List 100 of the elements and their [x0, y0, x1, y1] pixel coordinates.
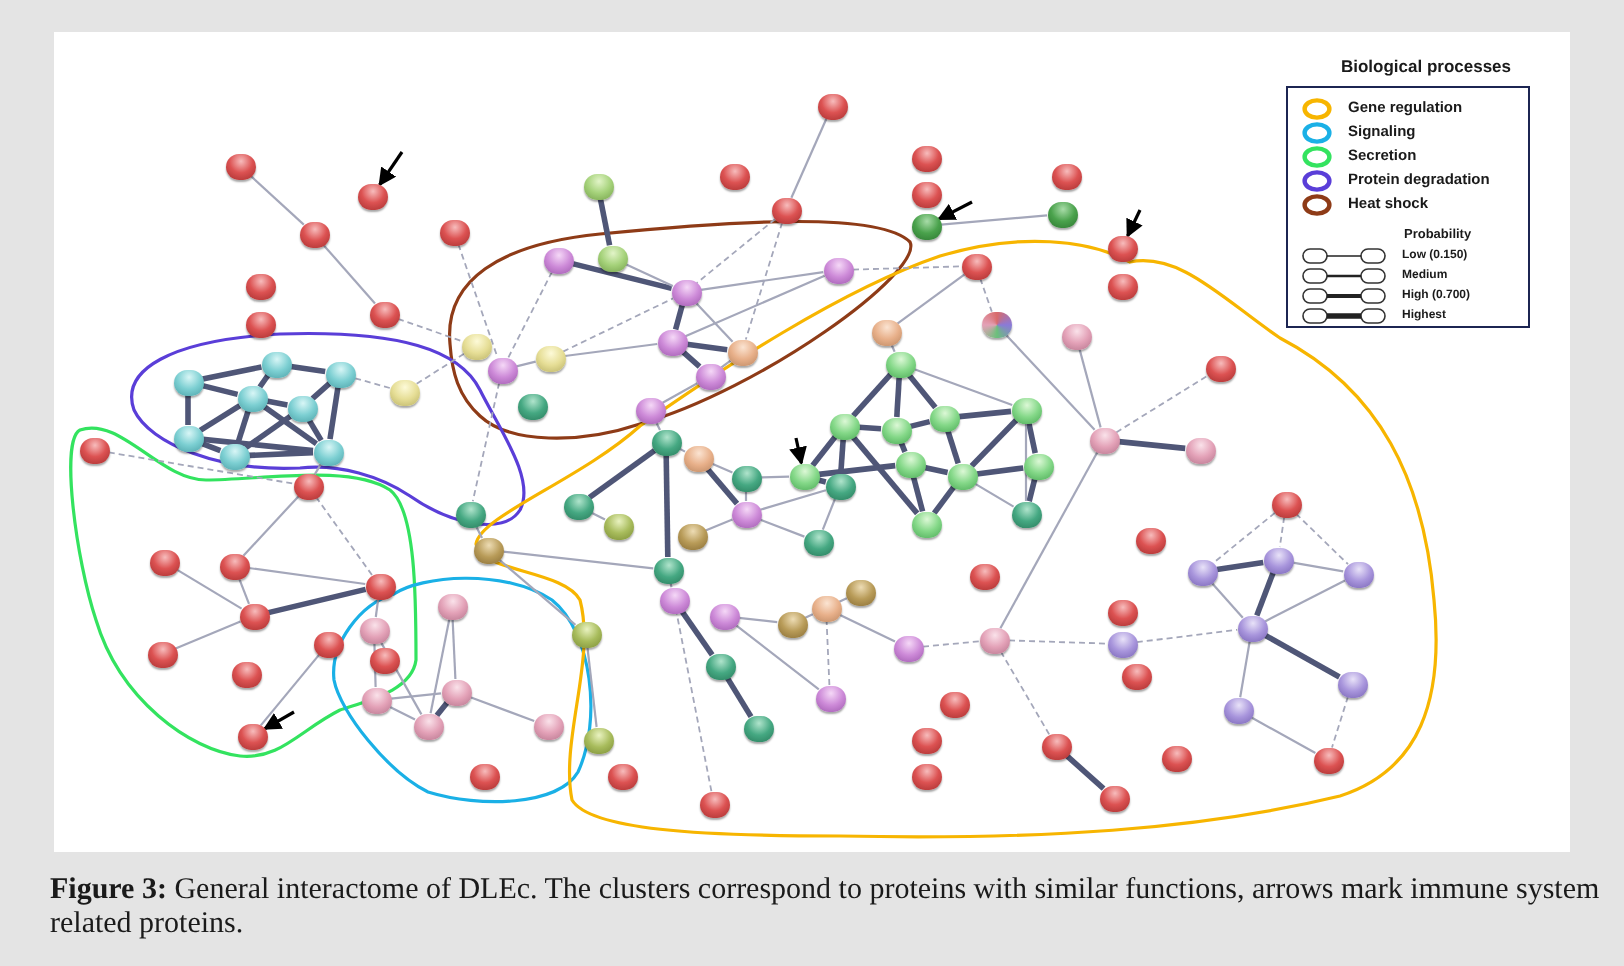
interaction-line [390, 692, 442, 700]
interaction-line [469, 695, 535, 723]
interaction-line [353, 377, 391, 389]
interaction-line [202, 436, 314, 454]
interaction-line [244, 413, 292, 451]
interaction-line [838, 613, 896, 643]
interaction-line [738, 616, 778, 624]
interaction-line [662, 382, 698, 404]
interaction-line [810, 434, 838, 468]
interaction-line [679, 609, 715, 657]
interaction-line [760, 475, 790, 479]
interaction-line [700, 271, 824, 291]
interaction-line [457, 243, 499, 359]
interaction-line [471, 381, 501, 503]
interaction-line [704, 466, 740, 506]
interaction-line [261, 403, 319, 447]
interaction-line [175, 568, 243, 610]
interaction-line [850, 434, 920, 516]
interaction-line [507, 270, 553, 360]
interaction-line [999, 650, 1051, 736]
figure-caption: Figure 3: General interactome of DLEc. The clusters correspond to proteins with similar functions, arrows mark immune system related proteins. [50, 874, 1600, 942]
interaction-line [267, 586, 367, 616]
interaction-line [249, 174, 305, 226]
legend-title: Biological processes [1338, 56, 1514, 78]
interaction-line [931, 485, 957, 515]
interaction-line [958, 408, 1012, 420]
interaction-line [923, 464, 949, 476]
interaction-line [1295, 512, 1349, 566]
interaction-line [200, 440, 222, 454]
interaction-line [242, 495, 300, 557]
interaction-line [1026, 422, 1038, 454]
arrow [378, 151, 404, 187]
interaction-line [1118, 438, 1186, 452]
interaction-line [1210, 581, 1244, 619]
interaction-line [562, 297, 674, 353]
interaction-line [1331, 695, 1349, 749]
interaction-line [374, 598, 380, 618]
interaction-line [711, 462, 733, 474]
interaction-line [235, 409, 251, 445]
interaction-line [266, 398, 288, 408]
interaction-line [237, 577, 251, 605]
interaction-line [202, 364, 262, 382]
interaction-line [790, 117, 828, 199]
interaction-line [1008, 639, 1108, 645]
interaction-line [922, 640, 980, 648]
interaction-line [516, 360, 536, 368]
interaction-line [821, 498, 837, 530]
interaction-line [973, 482, 1015, 508]
interaction-line [940, 214, 1048, 226]
interaction-line [185, 395, 191, 425]
interaction-line [306, 418, 324, 442]
interaction-line [1239, 640, 1251, 698]
interaction-line [310, 381, 332, 401]
interaction-line [451, 618, 457, 680]
interaction-line [672, 303, 686, 331]
interaction-line [684, 274, 826, 338]
interaction-line [322, 243, 376, 305]
interaction-line [624, 263, 674, 287]
interaction-line [248, 566, 366, 586]
interaction-line [759, 489, 827, 511]
interaction-line [315, 496, 373, 576]
interaction-line [597, 198, 613, 246]
interaction-line [825, 620, 831, 686]
interaction-line [587, 448, 657, 500]
interaction-line [1024, 423, 1028, 501]
interaction-line [586, 646, 598, 728]
interaction-line [571, 260, 673, 292]
interaction-line [1264, 579, 1346, 623]
interaction-line [497, 558, 577, 626]
interaction-line [388, 705, 416, 721]
arrow [789, 437, 807, 466]
interaction-line [976, 465, 1024, 477]
interaction-line [564, 342, 658, 358]
interaction-line [851, 372, 893, 418]
interaction-line [1115, 374, 1209, 434]
interaction-line [1250, 716, 1316, 754]
interaction-line [663, 454, 671, 558]
interaction-line [818, 462, 896, 478]
interaction-line [913, 367, 1013, 407]
interaction-line [1135, 628, 1239, 644]
interaction-line [759, 518, 805, 538]
interaction-line [969, 418, 1019, 468]
interaction-line [290, 363, 326, 375]
interaction-line [724, 675, 754, 719]
interaction-line [1078, 348, 1102, 428]
interaction-line [838, 438, 846, 474]
interaction-line [894, 376, 902, 418]
interaction-line [686, 341, 728, 353]
interaction-line [858, 424, 882, 432]
interaction-line [198, 403, 242, 433]
arrow [1126, 209, 1143, 238]
interaction-line [107, 451, 295, 485]
interaction-line [373, 642, 377, 688]
interaction-line [502, 550, 654, 570]
interaction-line [429, 618, 451, 714]
interaction-line [327, 386, 341, 440]
interaction-line [415, 352, 465, 386]
interaction-line [248, 449, 314, 459]
interaction-line [1292, 561, 1344, 573]
interaction-line [1263, 632, 1341, 680]
